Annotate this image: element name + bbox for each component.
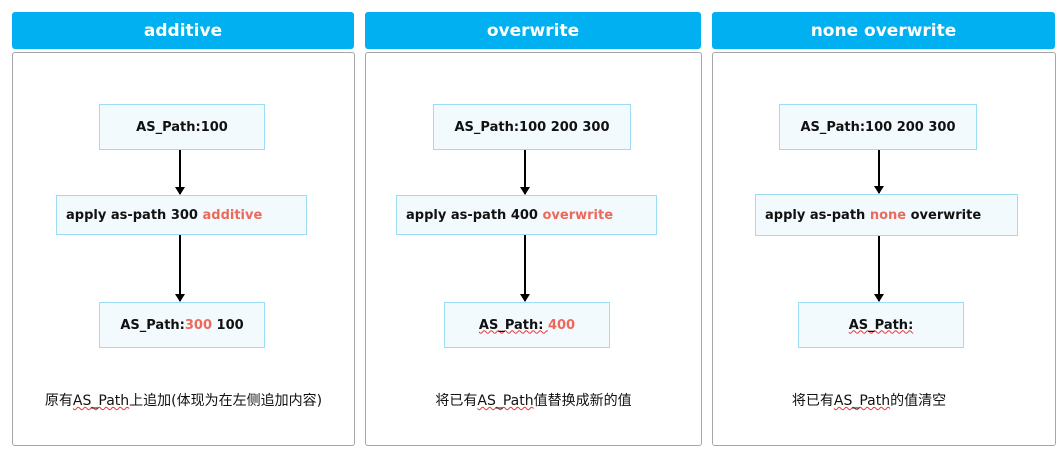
result-as-path-box: AS_Path:300 100 xyxy=(99,302,265,348)
box-text: AS_Path:100 200 300 xyxy=(454,119,610,135)
arrow-down xyxy=(175,150,185,195)
command-keyword: none xyxy=(869,207,907,223)
arrow-down xyxy=(520,235,530,302)
caption-term: AS_Path xyxy=(477,393,534,409)
command-keyword: overwrite xyxy=(542,207,614,223)
command-text-post: overwrite xyxy=(906,207,982,223)
result-as-path-box: AS_Path: xyxy=(798,302,964,348)
caption-pre: 将已有 xyxy=(791,393,834,409)
arrow-down xyxy=(874,150,884,194)
caption: 原有AS_Path上追加(体现为在左侧追加内容) xyxy=(12,390,355,410)
caption: 将已有AS_Path值替换成新的值 xyxy=(365,390,702,410)
result-highlight: 400 xyxy=(547,317,576,333)
box-text: AS_Path:100 200 300 xyxy=(800,119,956,135)
panel-additive xyxy=(12,52,355,446)
caption-term: AS_Path xyxy=(72,393,130,409)
command-keyword: additive xyxy=(202,207,263,223)
header-additive: additive xyxy=(12,12,354,49)
caption-term: AS_Path xyxy=(833,393,891,409)
result-text: AS_Path: xyxy=(848,317,914,333)
caption-post: 值替换成新的值 xyxy=(533,393,632,409)
arrow-down xyxy=(874,236,884,302)
caption-post: 的值清空 xyxy=(890,393,947,409)
result-text-post: 100 xyxy=(212,317,244,333)
command-box: apply as-path none overwrite xyxy=(755,194,1018,236)
arrow-down xyxy=(520,150,530,195)
command-box: apply as-path 400 overwrite xyxy=(396,195,657,235)
command-text: apply as-path 300 xyxy=(66,207,203,223)
box-text: AS_Path:100 xyxy=(136,119,228,135)
command-text: apply as-path xyxy=(765,207,870,223)
panel-overwrite xyxy=(365,52,702,446)
command-box: apply as-path 300 additive xyxy=(56,195,307,235)
caption-post: 上追加(体现为在左侧追加内容) xyxy=(129,393,323,409)
command-text: apply as-path 400 xyxy=(406,207,543,223)
panel-none-overwrite xyxy=(712,52,1056,446)
input-as-path-box: AS_Path:100 xyxy=(99,104,265,150)
header-overwrite: overwrite xyxy=(365,12,701,49)
caption-pre: 将已有 xyxy=(435,393,478,409)
input-as-path-box: AS_Path:100 200 300 xyxy=(779,104,977,150)
result-text: AS_Path: xyxy=(120,317,185,333)
input-as-path-box: AS_Path:100 200 300 xyxy=(433,104,631,150)
caption-pre: 原有 xyxy=(44,393,73,409)
caption: 将已有AS_Path的值清空 xyxy=(712,390,1026,410)
result-as-path-box: AS_Path: 400 xyxy=(444,302,610,348)
result-highlight: 300 xyxy=(184,317,212,333)
arrow-down xyxy=(175,235,185,302)
header-none-overwrite: none overwrite xyxy=(712,12,1055,49)
result-text: AS_Path: xyxy=(478,317,548,333)
